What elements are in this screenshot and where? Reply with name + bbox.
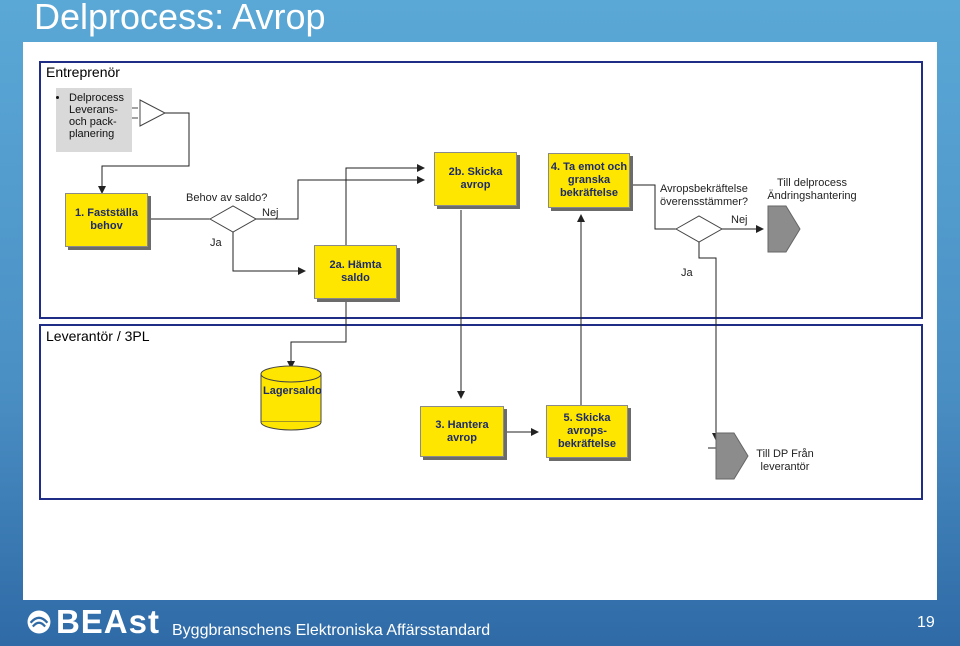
database-lagersaldo-icon bbox=[260, 365, 322, 431]
lane-title-leverantor: Leverantör / 3PL bbox=[46, 328, 150, 344]
task-hantera-avrop[interactable]: 3. Hantera avrop bbox=[420, 406, 504, 457]
note-leverans-delprocess: Delprocess Leverans- och pack-planering bbox=[56, 88, 132, 152]
beast-logo: BEAst bbox=[26, 603, 160, 641]
label-lagersaldo: Lagersaldo bbox=[263, 385, 322, 397]
decision-avrops-icon bbox=[674, 215, 724, 243]
offpage-connector-entry-icon bbox=[139, 99, 167, 127]
footer-text: Byggbranschens Elektroniska Affärsstanda… bbox=[172, 622, 491, 639]
label-ja-1: Ja bbox=[210, 237, 222, 249]
lane-entreprenor bbox=[39, 61, 923, 319]
decision-saldo-icon bbox=[208, 205, 258, 233]
label-behov-av-saldo: Behov av saldo? bbox=[186, 192, 268, 204]
offpage-connector-andring-icon bbox=[767, 205, 801, 253]
task-skicka-avrop[interactable]: 2b. Skicka avrop bbox=[434, 152, 517, 206]
task-hamta-saldo[interactable]: 2a. Hämta saldo bbox=[314, 245, 397, 299]
label-avrops-overensstammer: Avropsbekräftelse överensstämmer? bbox=[660, 183, 749, 208]
logo-text: BEAst bbox=[55, 603, 160, 640]
lane-title-entreprenor: Entreprenör bbox=[46, 64, 120, 80]
diagram-canvas bbox=[23, 42, 937, 600]
task-skicka-avropsbekraftelse[interactable]: 5. Skicka avrops-bekräftelse bbox=[546, 405, 628, 458]
task-faststalla-behov[interactable]: 1. Fastställa behov bbox=[65, 193, 148, 247]
label-nej-1: Nej bbox=[262, 207, 279, 219]
task-ta-emot-granska[interactable]: 4. Ta emot och granska bekräftelse bbox=[548, 153, 630, 208]
label-nej-2: Nej bbox=[731, 214, 748, 226]
label-till-delprocess: Till delprocess Ändringshantering bbox=[767, 177, 857, 202]
lane-leverantor bbox=[39, 324, 923, 500]
logo-emblem-icon bbox=[27, 610, 51, 634]
page-number: 19 bbox=[917, 614, 935, 631]
offpage-connector-leverantor-icon bbox=[715, 432, 749, 480]
label-ja-2: Ja bbox=[681, 267, 693, 279]
note-item: Delprocess Leverans- och pack-planering bbox=[69, 88, 132, 140]
page-title: Delprocess: Avrop bbox=[34, 0, 326, 37]
label-till-dp-fran-leverantor: Till DP Från leverantör bbox=[756, 448, 814, 473]
